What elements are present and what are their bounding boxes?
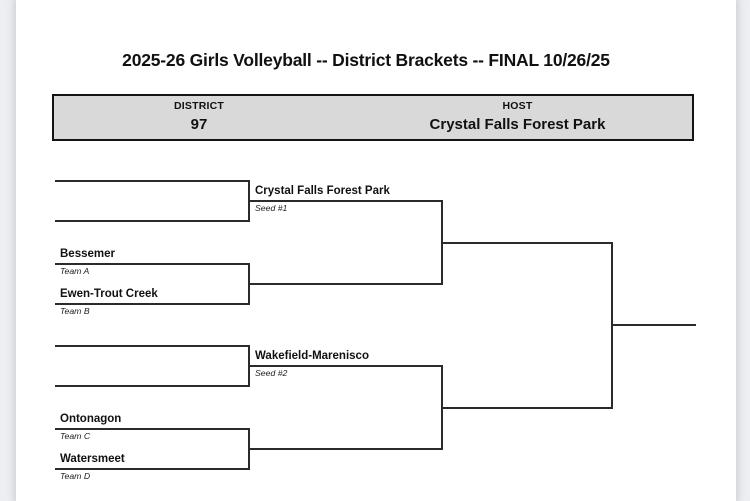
- bracket-connector-r1-4: [248, 428, 250, 470]
- bracket-connector-r3-1: [611, 242, 613, 409]
- slot-line: [250, 200, 443, 202]
- slot-line: [250, 365, 443, 367]
- host-column: HOST Crystal Falls Forest Park: [344, 96, 691, 139]
- slot-line: [55, 180, 250, 182]
- slot-team-name: Crystal Falls Forest Park: [255, 185, 390, 197]
- bracket-connector-r1-1: [248, 180, 250, 222]
- host-label: HOST: [502, 100, 533, 112]
- slot-team-name: Watersmeet: [60, 453, 125, 465]
- slot-team-name: Bessemer: [60, 248, 115, 260]
- slot-team-sub: Team C: [60, 431, 91, 441]
- slot-line: [613, 324, 696, 326]
- host-value: Crystal Falls Forest Park: [429, 116, 606, 133]
- slot-line: [55, 220, 250, 222]
- slot-team-sub: Team D: [60, 471, 91, 481]
- slot-line: [55, 428, 250, 430]
- district-value: 97: [190, 116, 208, 133]
- slot-line: [250, 283, 443, 285]
- slot-team-name: Ewen-Trout Creek: [60, 288, 158, 300]
- slot-team-sub: Seed #1: [255, 203, 288, 213]
- slot-team-sub: Team A: [60, 266, 90, 276]
- slot-team-sub: Seed #2: [255, 368, 288, 378]
- slot-line: [55, 385, 250, 387]
- slot-line: [55, 468, 250, 470]
- slot-line: [443, 242, 613, 244]
- district-label: DISTRICT: [173, 100, 224, 112]
- slot-team-name: Wakefield-Marenisco: [255, 350, 369, 362]
- slot-team-sub: Team B: [60, 306, 90, 316]
- slot-team-name: Ontonagon: [60, 413, 122, 425]
- district-host-header: DISTRICT 97 HOST Crystal Falls Forest Pa…: [52, 94, 694, 141]
- bracket-connector-r1-3: [248, 345, 250, 387]
- document-page: 2025-26 Girls Volleyball -- District Bra…: [16, 0, 736, 501]
- slot-line: [55, 263, 250, 265]
- district-column: DISTRICT 97: [54, 96, 344, 139]
- slot-line: [55, 345, 250, 347]
- slot-line: [55, 303, 250, 305]
- page-title: 2025-26 Girls Volleyball -- District Bra…: [122, 50, 610, 70]
- bracket-connector-r2-2: [441, 365, 443, 450]
- slot-line: [250, 448, 443, 450]
- document-sheet: 2025-26 Girls Volleyball -- District Bra…: [16, 0, 736, 501]
- bracket-connector-r1-2: [248, 263, 250, 305]
- bracket-connector-r2-1: [441, 200, 443, 285]
- slot-line: [443, 407, 613, 409]
